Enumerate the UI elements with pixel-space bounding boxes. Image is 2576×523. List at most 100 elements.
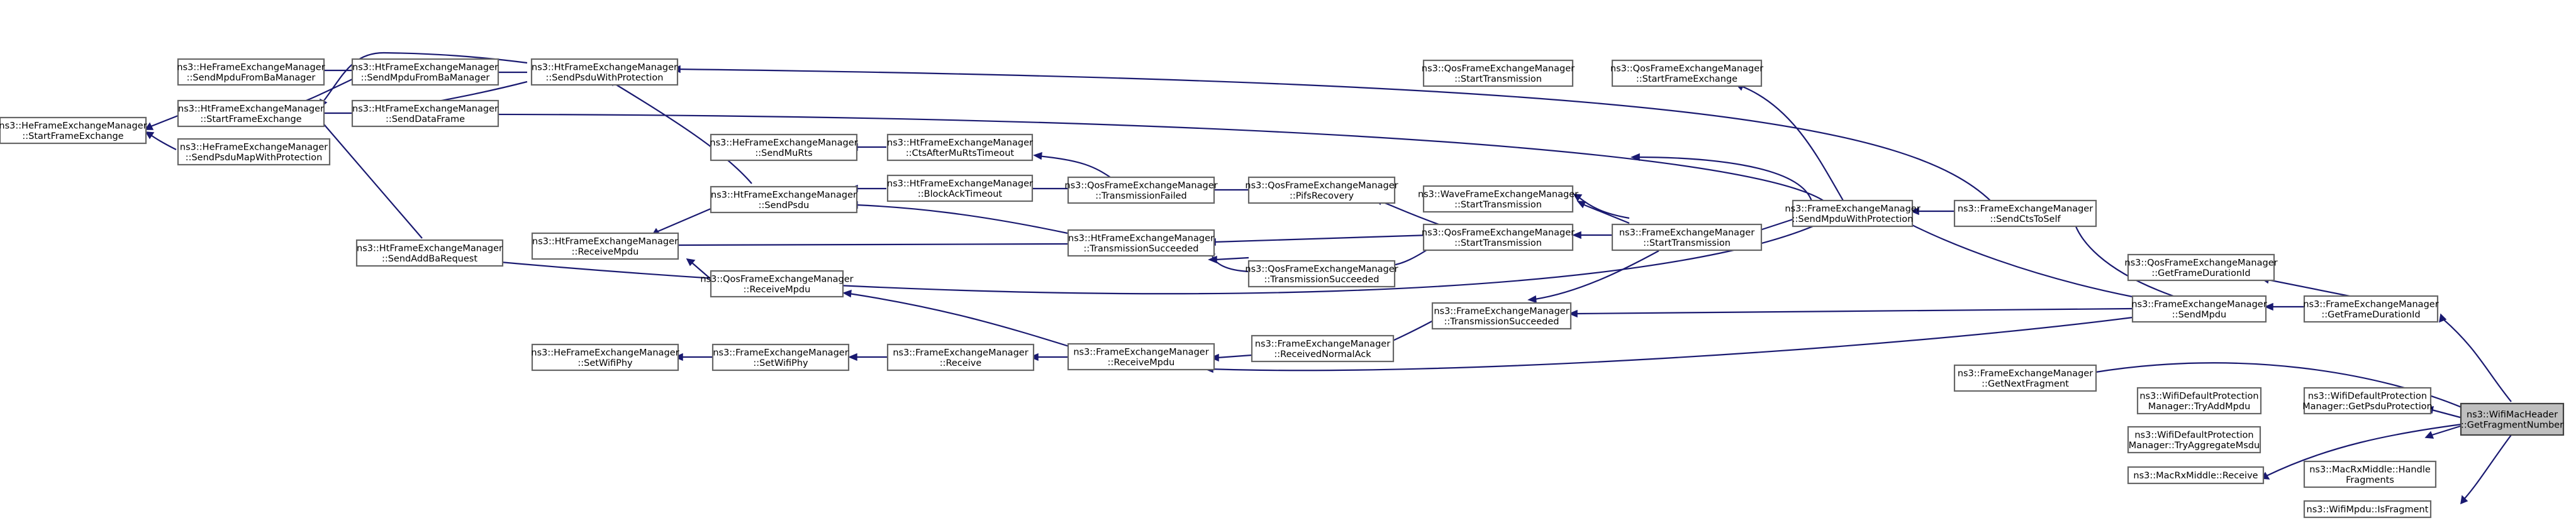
node-n8[interactable]: ns3::FrameExchangeManager::GetNextFragme… — [1953, 364, 2097, 392]
node-n2[interactable]: ns3::FrameExchangeManager::GetFrameDurat… — [2303, 295, 2439, 323]
node-n25[interactable]: ns3::QosFrameExchangeManager::Transmissi… — [1245, 260, 1398, 288]
node-label: ::SetWifiPhy — [577, 358, 633, 368]
node-box — [531, 343, 679, 372]
node-label: ns3::FrameExchangeManager — [2303, 299, 2438, 309]
node-label: ::SendDataFrame — [386, 114, 465, 124]
node-n29[interactable]: ns3::FrameExchangeManager::SetWifiPhy — [711, 343, 850, 372]
edge-n2-n1 — [2439, 313, 2512, 402]
node-box — [710, 133, 858, 162]
node-n1: ns3::WifiMacHeader::GetFragmentNumber — [2460, 402, 2565, 436]
node-n32[interactable]: ns3::HtFrameExchangeManager::ReceiveMpdu — [531, 232, 679, 260]
node-n37[interactable]: ns3::HtFrameExchangeManager::SendDataFra… — [351, 99, 499, 128]
node-n15[interactable]: ns3::QosFrameExchangeManager::StartFrame… — [1610, 59, 1763, 87]
node-n39[interactable]: ns3::HtFrameExchangeManager::SendAddBaRe… — [355, 239, 504, 267]
node-n18[interactable]: ns3::WaveFrameExchangeManager::StartTran… — [1418, 185, 1578, 213]
node-label: ns3::HtFrameExchangeManager — [532, 236, 678, 246]
node-n24[interactable]: ns3::HtFrameExchangeManager::Transmissio… — [1067, 229, 1215, 257]
node-n27[interactable]: ns3::FrameExchangeManager::ReceiveMpdu — [1067, 343, 1215, 371]
node-n13[interactable]: ns3::MacRxMiddle::Receive — [2127, 466, 2265, 485]
node-label: ::StartFrameExchange — [22, 131, 123, 141]
node-label: ::StartTransmission — [1454, 74, 1542, 84]
node-box — [351, 58, 499, 86]
node-n42[interactable]: ns3::HeFrameExchangeManager::StartFrameE… — [0, 116, 147, 145]
node-label: ns3::HtFrameExchangeManager — [887, 179, 1033, 189]
edge-n38-n42 — [145, 131, 177, 150]
node-n23[interactable]: ns3::HtFrameExchangeManager::CtsAfterMuR… — [886, 133, 1034, 162]
node-label: ::StartTransmission — [1454, 200, 1542, 210]
node-n10[interactable]: ns3::WifiDefaultProtectionManager::TryAd… — [2136, 387, 2262, 415]
node-n17[interactable]: ns3::FrameExchangeManager::StartTransmis… — [1611, 223, 1763, 251]
node-box — [1247, 260, 1396, 288]
node-box — [1611, 223, 1763, 251]
node-label: ns3::QosFrameExchangeManager — [700, 274, 853, 284]
node-box — [1792, 199, 1914, 228]
edge-n7-n17 — [1527, 250, 1659, 304]
edge-n24-n25 — [1208, 255, 1249, 264]
node-label: ns3::WaveFrameExchangeManager — [1418, 189, 1578, 199]
node-n28[interactable]: ns3::FrameExchangeManager::Receive — [886, 343, 1035, 372]
edge-n4-n2 — [2260, 275, 2353, 298]
node-n7[interactable]: ns3::FrameExchangeManager::TransmissionS… — [1431, 302, 1572, 330]
node-box — [530, 58, 679, 86]
node-label: ns3::FrameExchangeManager — [1785, 204, 1920, 214]
node-box — [1422, 185, 1574, 213]
node-label: ::CtsAfterMuRtsTimeout — [906, 148, 1015, 158]
node-label: ::SendMpduFromBaManager — [361, 73, 490, 83]
node-n14[interactable]: ns3::WifiMpdu::IsFragment — [2303, 500, 2432, 519]
node-n30[interactable]: ns3::HeFrameExchangeManager::SetWifiPhy — [531, 343, 679, 372]
edge-n38-n6 — [1631, 153, 1813, 202]
node-box — [2460, 402, 2565, 436]
node-label: ::SendCtsToSelf — [1990, 214, 2061, 224]
node-n20[interactable]: ns3::QosFrameExchangeManager::PifsRecove… — [1245, 176, 1398, 204]
node-n16[interactable]: ns3::QosFrameExchangeManager::StartTrans… — [1422, 59, 1575, 87]
node-n38[interactable]: ns3::HeFrameExchangeManager::SendPsduMap… — [177, 138, 331, 166]
node-label: ::TransmissionSucceeded — [1444, 317, 1559, 327]
node-n11[interactable]: ns3::WifiDefaultProtectionManager::TryAg… — [2127, 426, 2261, 454]
node-n41[interactable]: ns3::HeFrameExchangeManager::SendMpduFro… — [177, 58, 325, 86]
node-box — [1422, 59, 1574, 87]
node-n26[interactable]: ns3::FrameExchangeManager::ReceivedNorma… — [1251, 334, 1395, 363]
node-n36[interactable]: ns3::HtFrameExchangeManager::SendMpduFro… — [351, 58, 499, 86]
node-box — [886, 343, 1035, 372]
edge-n27-n28 — [1029, 353, 1073, 361]
node-box — [1247, 176, 1396, 204]
node-label: ::SendMuRts — [755, 148, 812, 158]
node-box — [1953, 199, 2097, 228]
node-label: ::GetFrameDurationId — [2151, 268, 2250, 278]
node-n5[interactable]: ns3::FrameExchangeManager::SendCtsToSelf — [1953, 199, 2097, 228]
node-label: ns3::HeFrameExchangeManager — [710, 138, 857, 148]
node-label: ns3::QosFrameExchangeManager — [2124, 258, 2277, 268]
node-label: ns3::HtFrameExchangeManager — [887, 138, 1033, 148]
node-n4[interactable]: ns3::QosFrameExchangeManager::GetFrameDu… — [2124, 253, 2278, 282]
edge-n28-n29 — [848, 353, 888, 361]
node-label: Manager::TryAddMpdu — [2148, 402, 2251, 412]
node-label: ns3::FrameExchangeManager — [1255, 339, 1390, 349]
node-n6[interactable]: ns3::FrameExchangeManager::SendMpduWithP… — [1785, 199, 1921, 228]
node-label: ::StartTransmission — [1454, 238, 1542, 248]
node-n3[interactable]: ns3::FrameExchangeManager::SendMpdu — [2131, 295, 2267, 323]
node-n33[interactable]: ns3::HtFrameExchangeManager::SendPsdu — [710, 185, 858, 214]
edge-n24-n19 — [1207, 234, 1430, 246]
edge-n35-n33 — [607, 79, 752, 184]
node-n9[interactable]: ns3::WifiDefaultProtectionManager::GetPs… — [2302, 387, 2433, 415]
node-label: ::TransmissionSucceeded — [1084, 244, 1199, 254]
node-n40[interactable]: ns3::HtFrameExchangeManager::StartFrameE… — [177, 99, 325, 128]
node-n22[interactable]: ns3::HtFrameExchangeManager::BlockAckTim… — [886, 174, 1034, 202]
node-label: ::ReceiveMpdu — [1108, 358, 1175, 368]
edge-n6-n5 — [1910, 207, 1954, 216]
node-label: ::GetFrameDurationId — [2321, 310, 2420, 320]
node-n31[interactable]: ns3::QosFrameExchangeManager::ReceiveMpd… — [700, 270, 854, 298]
node-label: ::SendAddBaRequest — [382, 254, 477, 264]
node-n35[interactable]: ns3::HtFrameExchangeManager::SendPsduWit… — [530, 58, 679, 86]
node-label: ns3::HtFrameExchangeManager — [532, 62, 677, 72]
node-label: ::PifsRecovery — [1290, 191, 1354, 201]
node-n34[interactable]: ns3::HeFrameExchangeManager::SendMuRts — [710, 133, 858, 162]
node-box — [1251, 334, 1395, 363]
node-n19[interactable]: ns3::QosFrameExchangeManager::StartTrans… — [1422, 223, 1575, 251]
node-box — [2127, 426, 2261, 454]
node-n21[interactable]: ns3::QosFrameExchangeManager::Transmissi… — [1064, 176, 1218, 204]
node-label: ns3::WifiDefaultProtection — [2139, 391, 2258, 401]
node-label: ns3::HtFrameExchangeManager — [352, 62, 498, 72]
node-label: ::TransmissionFailed — [1095, 191, 1187, 201]
